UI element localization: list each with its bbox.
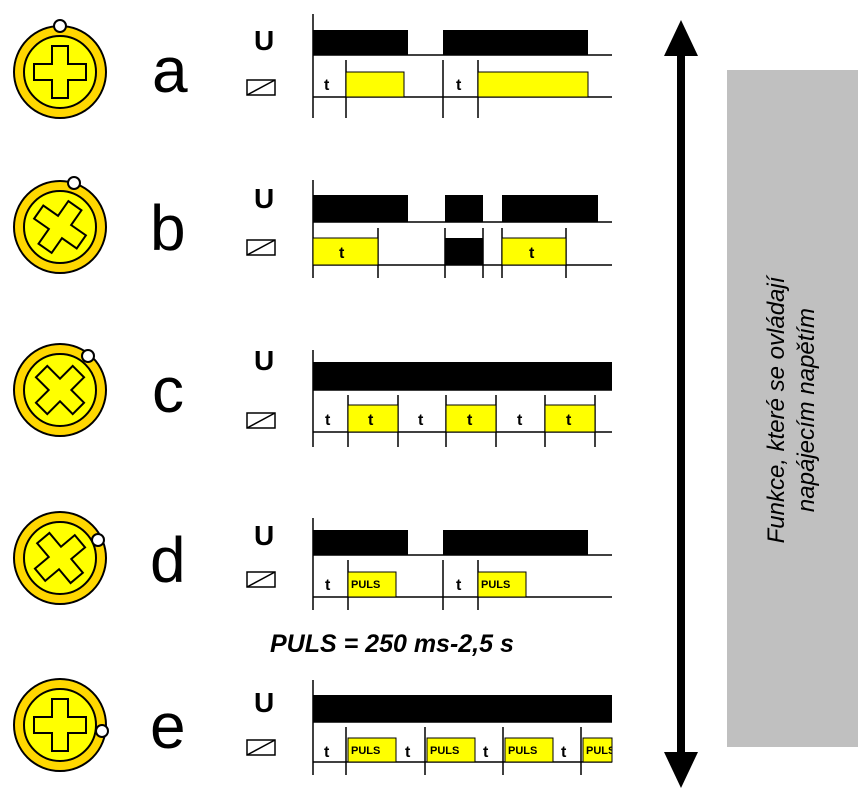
relay-pulse [445,238,483,265]
relay-pulse [582,737,613,763]
row-letter: e [150,690,186,762]
relay-pulse [544,404,596,433]
knob-icon [13,511,107,605]
t-label: t [529,245,535,262]
row-a: a U t t [13,14,612,119]
side-panel [727,70,858,747]
puls-label: PULS [430,745,459,757]
row-letter: a [152,34,188,106]
relay-pulse [445,404,497,433]
t-label: t [324,77,330,94]
relay-pulse [426,737,476,763]
u-pulse [443,530,588,555]
relay-pulse [312,237,379,266]
row-d: d U t t PULS PULS [13,511,612,610]
u-pulse [313,30,408,55]
knob-icon [13,343,107,437]
row-letter: b [150,192,186,264]
t-label: t [483,744,489,761]
t-label: t [325,412,331,429]
relay-pulse [347,571,397,598]
u-label: U [254,183,274,214]
t-label: t [456,577,462,594]
t-label: t [517,412,523,429]
u-pulse [313,695,612,722]
knob-icon [13,19,107,119]
knob-icon [13,176,107,274]
double-arrow [664,20,698,788]
t-label: t [325,577,331,594]
relay-pulse [504,737,554,763]
t-label: t [405,744,411,761]
side-text-line2: napájecím napětím [793,308,820,512]
row-c: c U t t t t t t [13,343,612,447]
relay-icon [246,571,276,588]
u-label: U [254,25,274,56]
puls-note: PULS = 250 ms-2,5 s [270,630,514,658]
u-label: U [254,520,274,551]
relay-icon [246,239,276,256]
row-letter: d [150,524,186,596]
u-pulse [443,30,588,55]
relay-icon [246,412,276,429]
u-pulse [313,530,408,555]
u-label: U [254,345,274,376]
u-pulse [502,195,598,222]
t-label: t [566,412,572,429]
relay-pulse [345,71,405,98]
t-label: t [467,412,473,429]
row-e: e U t t t t PULS PULS PULS PULS [13,678,615,775]
relay-pulse [501,237,567,266]
t-label: t [368,412,374,429]
puls-label: PULS [351,579,380,591]
relay-pulse [347,737,397,763]
relay-icon [246,79,276,96]
side-text-line1: Funkce, které se ovládají [763,274,790,543]
t-label: t [324,744,330,761]
puls-label: PULS [586,745,615,757]
u-pulse [445,195,483,222]
t-label: t [418,412,424,429]
relay-pulse [477,571,527,598]
knob-icon [13,678,109,772]
relay-icon [246,739,276,756]
t-label: t [339,245,345,262]
relay-pulse [347,404,399,433]
u-pulse [313,362,612,390]
t-label: t [561,744,567,761]
t-label: t [456,77,462,94]
row-letter: c [152,354,184,426]
u-label: U [254,687,274,718]
u-pulse [313,195,408,222]
relay-pulse [477,71,589,98]
puls-label: PULS [508,745,537,757]
puls-label: PULS [351,745,380,757]
row-b: b U t t [13,176,612,278]
puls-label: PULS [481,579,510,591]
